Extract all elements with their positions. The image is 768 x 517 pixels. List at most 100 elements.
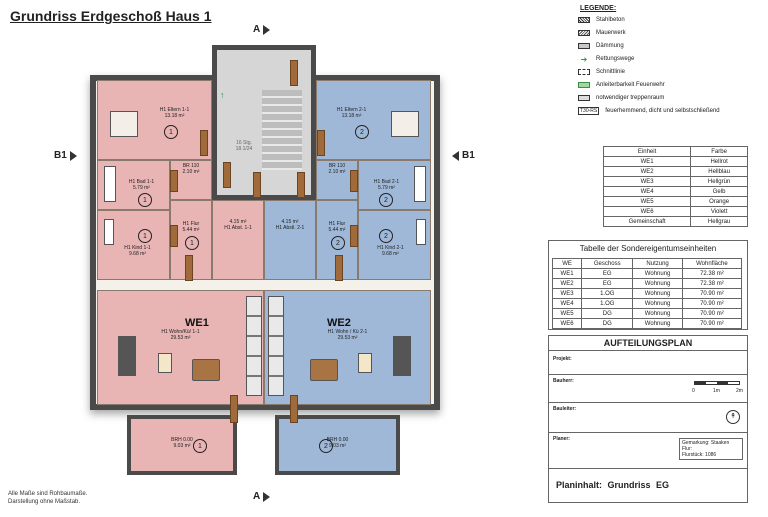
legend-title: LEGENDE: <box>580 5 617 12</box>
room-brh-1: BRH 0.00 9.03 m² 1 <box>127 415 237 475</box>
room-number: 2 <box>331 236 345 250</box>
page-title: Grundriss Erdgeschoß Haus 1 <box>10 8 212 24</box>
kitchen-counter <box>268 296 284 396</box>
legend-item: notwendiger treppenraum <box>578 93 664 103</box>
legend-item: T30-RS feuerhemmend, dicht und selbstsch… <box>578 107 720 115</box>
room-abst-2: 4.15 m² H1 Abstl. 2-1 <box>264 200 316 280</box>
door <box>253 172 261 198</box>
north-arrow-icon: ↟ <box>726 410 740 424</box>
legend-item: Dämmung <box>578 41 624 51</box>
room-eltern-2: H1 Eltern 2-1 13.18 m² 2 <box>316 80 431 160</box>
bathtub-icon <box>414 166 426 202</box>
arrow-right-icon <box>263 491 271 502</box>
room-number: 1 <box>138 193 152 207</box>
legend-item: Schnittlinie <box>578 67 625 77</box>
room-label: H1 Eltern 1-1 13.18 m² <box>159 107 190 119</box>
room-label: H1 Bad 2-1 5.79 m² <box>373 179 400 191</box>
plan-content: Planinhalt: Grundriss EG <box>556 480 670 490</box>
room-label: H1 Flur 5.44 m² <box>182 221 200 233</box>
door <box>185 255 193 281</box>
room-number: 1 <box>138 229 152 243</box>
escape-arrow-icon: ↑ <box>220 90 225 100</box>
room-wohn-2: H1 Wohn / Kü 2-1 29.53 m² <box>264 290 431 405</box>
gemarkung-box: Gemarkung: Staaken Flur: Flurstück: 1086 <box>679 438 743 460</box>
se-table-box: Tabelle der Sondereigentumseinheiten <box>548 240 748 330</box>
escape-arrow-icon: ➔ <box>580 54 588 64</box>
title-block: AUFTEILUNGSPLAN Projekt: Bauherr: Baulei… <box>548 335 748 503</box>
room-number: 2 <box>355 125 369 139</box>
room-label: BR 110 2.10 m² <box>328 163 346 175</box>
coffee-table-icon <box>358 353 372 373</box>
kitchen-counter <box>246 296 262 396</box>
note-line: Darstellung ohne Maßstab. <box>8 499 81 505</box>
unit-label-we1: WE1 <box>185 317 209 329</box>
room-label: H1 Kind 1-1 9.68 m² <box>124 245 151 257</box>
bed-icon <box>104 219 114 245</box>
scale-label: 2m <box>736 388 743 394</box>
field-planer: Planer: <box>553 436 570 442</box>
unit-label-we2: WE2 <box>327 317 351 329</box>
door <box>200 130 208 156</box>
door <box>350 170 358 192</box>
room-label: BRH 0.00 9.03 m² <box>171 437 193 449</box>
notes: Alle Maße sind Rohbaumaße. Darstellung o… <box>8 490 87 506</box>
room-label: H1 Eltern 2-1 13.18 m² <box>336 107 367 119</box>
section-line-icon <box>578 69 590 75</box>
room-number: 1 <box>164 125 178 139</box>
insulation-icon <box>578 43 590 49</box>
room-wohn-1: H1 Wohn/Kü/ 1-1 29.53 m² <box>97 290 264 405</box>
field-bauherr: Bauherr: <box>553 378 574 384</box>
hatch-concrete-icon <box>578 17 590 23</box>
sofa-icon <box>393 336 411 376</box>
room-label: H1 Wohn/Kü/ 1-1 29.53 m² <box>161 329 200 341</box>
bed-icon <box>416 219 426 245</box>
door <box>170 225 178 247</box>
title-block-heading: AUFTEILUNGSPLAN <box>549 338 747 351</box>
scale-label: 1m <box>713 388 720 394</box>
room-label: 4.15 m² H1 Abstl. 2-1 <box>275 219 305 231</box>
room-br-110-1: BR 110 2.10 m² <box>170 160 212 200</box>
room-label: H1 Flur 5.44 m² <box>328 221 346 233</box>
room-kind-1: H1 Kind 1-1 9.68 m² 1 <box>97 210 170 280</box>
door <box>350 225 358 247</box>
bed-icon <box>110 111 138 137</box>
coffee-table-icon <box>158 353 172 373</box>
se-table-title: Tabelle der Sondereigentumseinheiten <box>579 244 717 253</box>
room-number: 2 <box>319 439 333 453</box>
room-label: BR 110 2.10 m² <box>182 163 200 175</box>
room-number: 2 <box>379 229 393 243</box>
stair-steps-label: 16 Stg. 18.1/24 <box>235 140 253 152</box>
field-bauleiter: Bauleiter: <box>553 406 577 412</box>
sofa-icon <box>118 336 136 376</box>
scale-label: 0 <box>692 388 695 394</box>
section-mark-b1-right: B1 <box>452 150 475 161</box>
legend-item: Mauerwerk <box>578 28 626 38</box>
legend-item: Stahlbeton <box>578 15 625 25</box>
arrow-right-icon <box>263 24 271 35</box>
section-mark-b1-left: B1 <box>54 150 77 161</box>
section-mark-a-top: A <box>253 24 271 35</box>
section-mark-a-bottom: A <box>253 491 271 502</box>
door <box>290 60 298 86</box>
room-label: H1 Wohn / Kü 2-1 29.53 m² <box>327 329 368 341</box>
room-kind-2: H1 Kind 2-1 9.68 m² 2 <box>358 210 431 280</box>
door <box>170 170 178 192</box>
arrow-right-icon <box>69 150 77 161</box>
room-brh-2: BRH 0.00 9.03 m² 2 <box>275 415 400 475</box>
field-projekt: Projekt: <box>553 356 572 362</box>
table-header: Einheit Farbe <box>602 146 748 157</box>
room-label: BRH 0.00 9.03 m² <box>326 437 349 449</box>
